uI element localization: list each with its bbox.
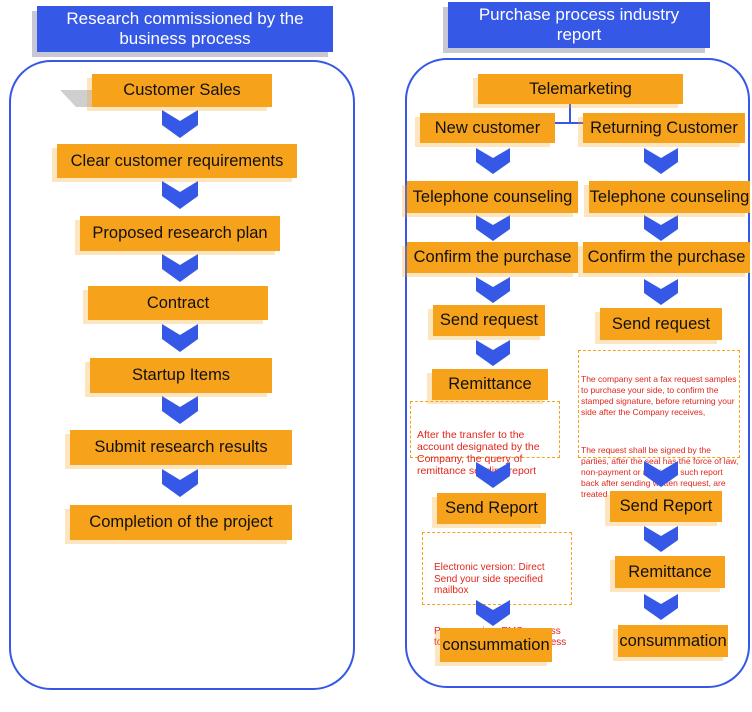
returning-remittance: Remittance — [615, 556, 725, 588]
right-panel-frame — [405, 58, 750, 688]
step-customer-sales: Customer Sales — [92, 74, 272, 107]
down-arrow-icon — [476, 462, 510, 488]
down-arrow-icon — [162, 181, 198, 209]
down-arrow-icon — [476, 148, 510, 174]
branch-new-customer: New customer — [420, 113, 555, 143]
step-startup-items: Startup Items — [90, 358, 272, 393]
note-paragraph: Electronic version: Direct Send your sid… — [434, 562, 545, 596]
returning-confirm-purchase: Confirm the purchase — [583, 242, 750, 273]
down-arrow-icon — [644, 148, 678, 174]
left-panel-header: Research commissioned by the business pr… — [37, 6, 333, 52]
new-telephone-counseling: Telephone counseling — [407, 181, 578, 213]
down-arrow-icon — [476, 340, 510, 366]
step-submit-research-results: Submit research results — [70, 430, 292, 465]
down-arrow-icon — [476, 215, 510, 241]
new-remittance: Remittance — [432, 369, 548, 400]
down-arrow-icon — [476, 600, 510, 626]
step-completion-of-the-project: Completion of the project — [70, 505, 292, 540]
down-arrow-icon — [644, 279, 678, 305]
left-panel-frame — [9, 60, 355, 690]
note-paragraph: The company sent a fax request samples t… — [581, 374, 737, 417]
step-contract: Contract — [88, 286, 268, 320]
returning-telephone-counseling: Telephone counseling — [589, 181, 750, 213]
down-arrow-icon — [162, 469, 198, 497]
new-confirm-purchase: Confirm the purchase — [407, 242, 578, 273]
left-panel-title: Research commissioned by the business pr… — [66, 9, 304, 48]
new-send-request: Send request — [433, 305, 545, 336]
returning-send-report: Send Report — [610, 491, 722, 522]
down-arrow-icon — [476, 277, 510, 303]
down-arrow-icon — [644, 461, 678, 487]
box-shadow-shape — [60, 90, 92, 107]
step-clear-customer-requirements: Clear customer requirements — [57, 144, 297, 178]
down-arrow-icon — [644, 215, 678, 241]
down-arrow-icon — [162, 324, 198, 352]
branch-returning-customer: Returning Customer — [583, 113, 745, 143]
step-telemarketing: Telemarketing — [478, 74, 683, 104]
new-consummation: consummation — [440, 628, 552, 662]
down-arrow-icon — [162, 396, 198, 424]
down-arrow-icon — [162, 110, 198, 138]
returning-request-note: The company sent a fax request samples t… — [578, 350, 740, 499]
down-arrow-icon — [644, 526, 678, 552]
new-send-report: Send Report — [437, 493, 546, 524]
down-arrow-icon — [644, 594, 678, 620]
right-panel-title: Purchase process industry report — [478, 5, 680, 44]
returning-consummation: consummation — [618, 625, 728, 657]
right-panel-header: Purchase process industry report — [448, 2, 710, 48]
down-arrow-icon — [162, 254, 198, 282]
step-proposed-research-plan: Proposed research plan — [80, 216, 280, 251]
returning-send-request: Send request — [600, 308, 722, 340]
